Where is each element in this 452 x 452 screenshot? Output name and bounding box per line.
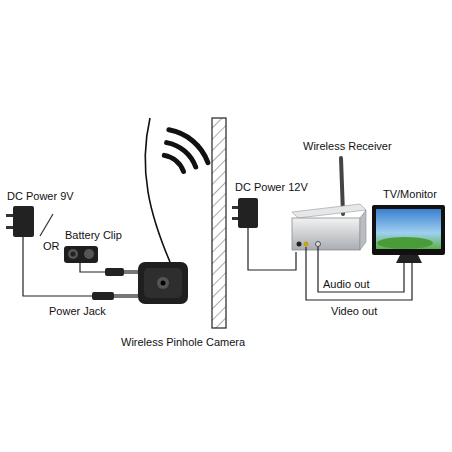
or-slash — [40, 214, 53, 236]
wall — [212, 118, 226, 328]
part-label: Battery Clip — [64, 229, 123, 242]
power-label: DC Power 9V — [6, 190, 75, 203]
power-jack — [92, 292, 138, 300]
part-label: TV/Monitor — [382, 188, 438, 201]
wireless-receiver — [292, 158, 366, 250]
battery-clip — [64, 246, 138, 276]
power-label: DC Power 12V — [234, 181, 309, 194]
or-label: OR — [42, 240, 61, 253]
part-label: Wireless Receiver — [302, 140, 393, 153]
tv-monitor — [372, 205, 445, 263]
part-label: Wireless Pinhole Camera — [120, 336, 246, 349]
part-label: Power Jack — [48, 305, 107, 318]
signal-waves — [164, 130, 208, 172]
adapter-12v — [232, 198, 296, 270]
signal-label: Audio out — [322, 278, 370, 291]
signal-label: Video out — [330, 305, 378, 318]
